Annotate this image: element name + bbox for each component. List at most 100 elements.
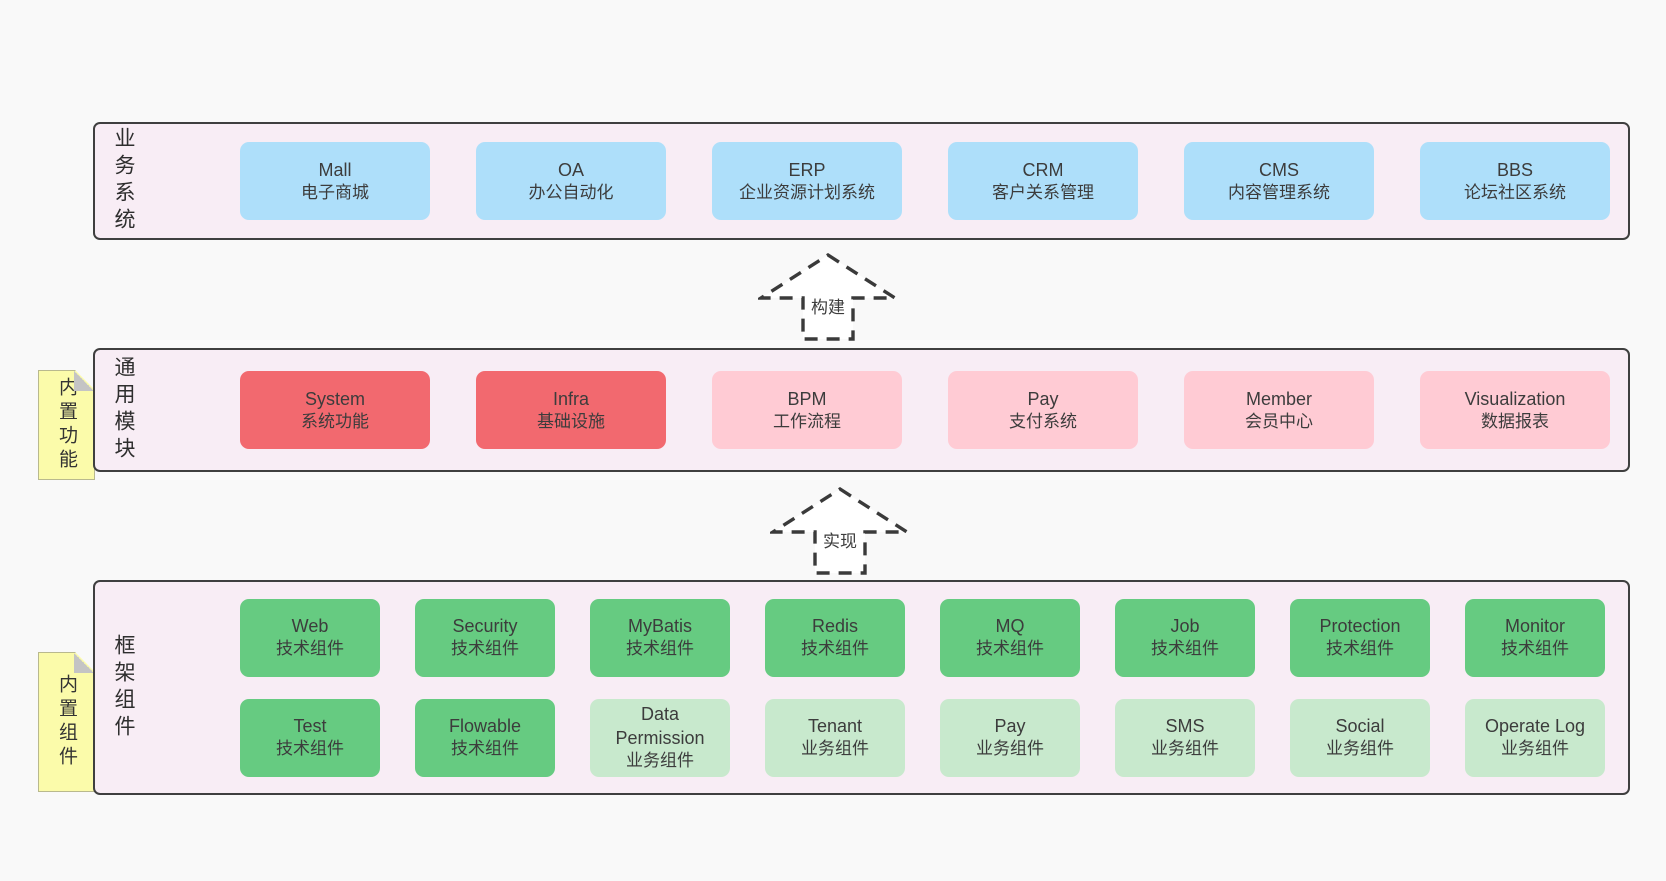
box-desc: 基础设施 (537, 411, 605, 431)
box-name: Social (1335, 716, 1385, 737)
folded-corner-icon (74, 653, 94, 673)
arrow-label-implement: 实现 (820, 526, 860, 553)
folded-corner-icon (74, 371, 94, 391)
box-name: Member (1245, 388, 1312, 409)
box-name: Operate Log (1484, 716, 1586, 737)
box-name: Flowable (448, 716, 522, 737)
box-desc: 技术组件 (1151, 639, 1219, 659)
layer-label-framework-components: 框架组件 (112, 633, 135, 742)
layer-label-business-systems: 业务系统 (112, 127, 135, 235)
box-desc: 业务组件 (1326, 739, 1394, 759)
sticky-note-builtin-components: 内置组件 (38, 652, 95, 792)
box-desc: 技术组件 (1501, 639, 1569, 659)
box-name: CRM (1022, 159, 1064, 180)
box-name: Data Permission (615, 704, 705, 749)
box-desc: 内容管理系统 (1228, 182, 1330, 202)
sticky-note-label: 内置组件 (56, 674, 77, 770)
sticky-note-builtin-features: 内置功能 (38, 370, 95, 480)
box-name: Tenant (807, 716, 863, 737)
box-name: ERP (788, 159, 826, 180)
box-name: Pay (1027, 388, 1059, 409)
box-desc: 工作流程 (773, 411, 841, 431)
box-desc: 电子商城 (301, 182, 369, 202)
box-name: BPM (787, 388, 827, 409)
implement-arrow: 实现 (770, 486, 910, 576)
box-desc: 业务组件 (1501, 739, 1569, 759)
arrow-label-build: 构建 (808, 292, 848, 319)
box-desc: 数据报表 (1481, 411, 1549, 431)
box-name: Security (452, 616, 518, 637)
box-name: Mall (318, 159, 352, 180)
box-name: System (304, 388, 365, 409)
sticky-note-label: 内置功能 (56, 377, 77, 473)
box-name: Web (291, 616, 329, 637)
box-desc: 企业资源计划系统 (739, 182, 875, 202)
box-name: SMS (1165, 716, 1205, 737)
box-name: Redis (811, 616, 859, 637)
box-name: OA (557, 159, 584, 180)
box-desc: 技术组件 (276, 739, 344, 759)
box-desc: 论坛社区系统 (1464, 182, 1566, 202)
box-desc: 支付系统 (1009, 411, 1077, 431)
box-name: CMS (1259, 159, 1299, 180)
box-desc: 技术组件 (626, 639, 694, 659)
box-name: Protection (1319, 616, 1401, 637)
box-desc: 系统功能 (301, 411, 369, 431)
box-name: Test (293, 716, 327, 737)
box-desc: 业务组件 (626, 751, 694, 771)
box-desc: 业务组件 (801, 739, 869, 759)
box-desc: 技术组件 (976, 639, 1044, 659)
box-desc: 业务组件 (1151, 739, 1219, 759)
box-desc: 业务组件 (976, 739, 1044, 759)
box-desc: 办公自动化 (528, 182, 614, 202)
box-name: Monitor (1504, 616, 1566, 637)
box-desc: 会员中心 (1245, 411, 1313, 431)
box-name: MQ (995, 616, 1025, 637)
box-name: Pay (994, 716, 1026, 737)
box-desc: 技术组件 (276, 639, 344, 659)
box-name: BBS (1496, 159, 1534, 180)
build-arrow: 构建 (758, 252, 898, 342)
box-name: Visualization (1464, 388, 1566, 409)
box-desc: 技术组件 (451, 639, 519, 659)
box-name: MyBatis (627, 616, 692, 637)
box-desc: 技术组件 (451, 739, 519, 759)
box-name: Job (1170, 616, 1200, 637)
box-name: Infra (552, 388, 590, 409)
box-desc: 技术组件 (1326, 639, 1394, 659)
